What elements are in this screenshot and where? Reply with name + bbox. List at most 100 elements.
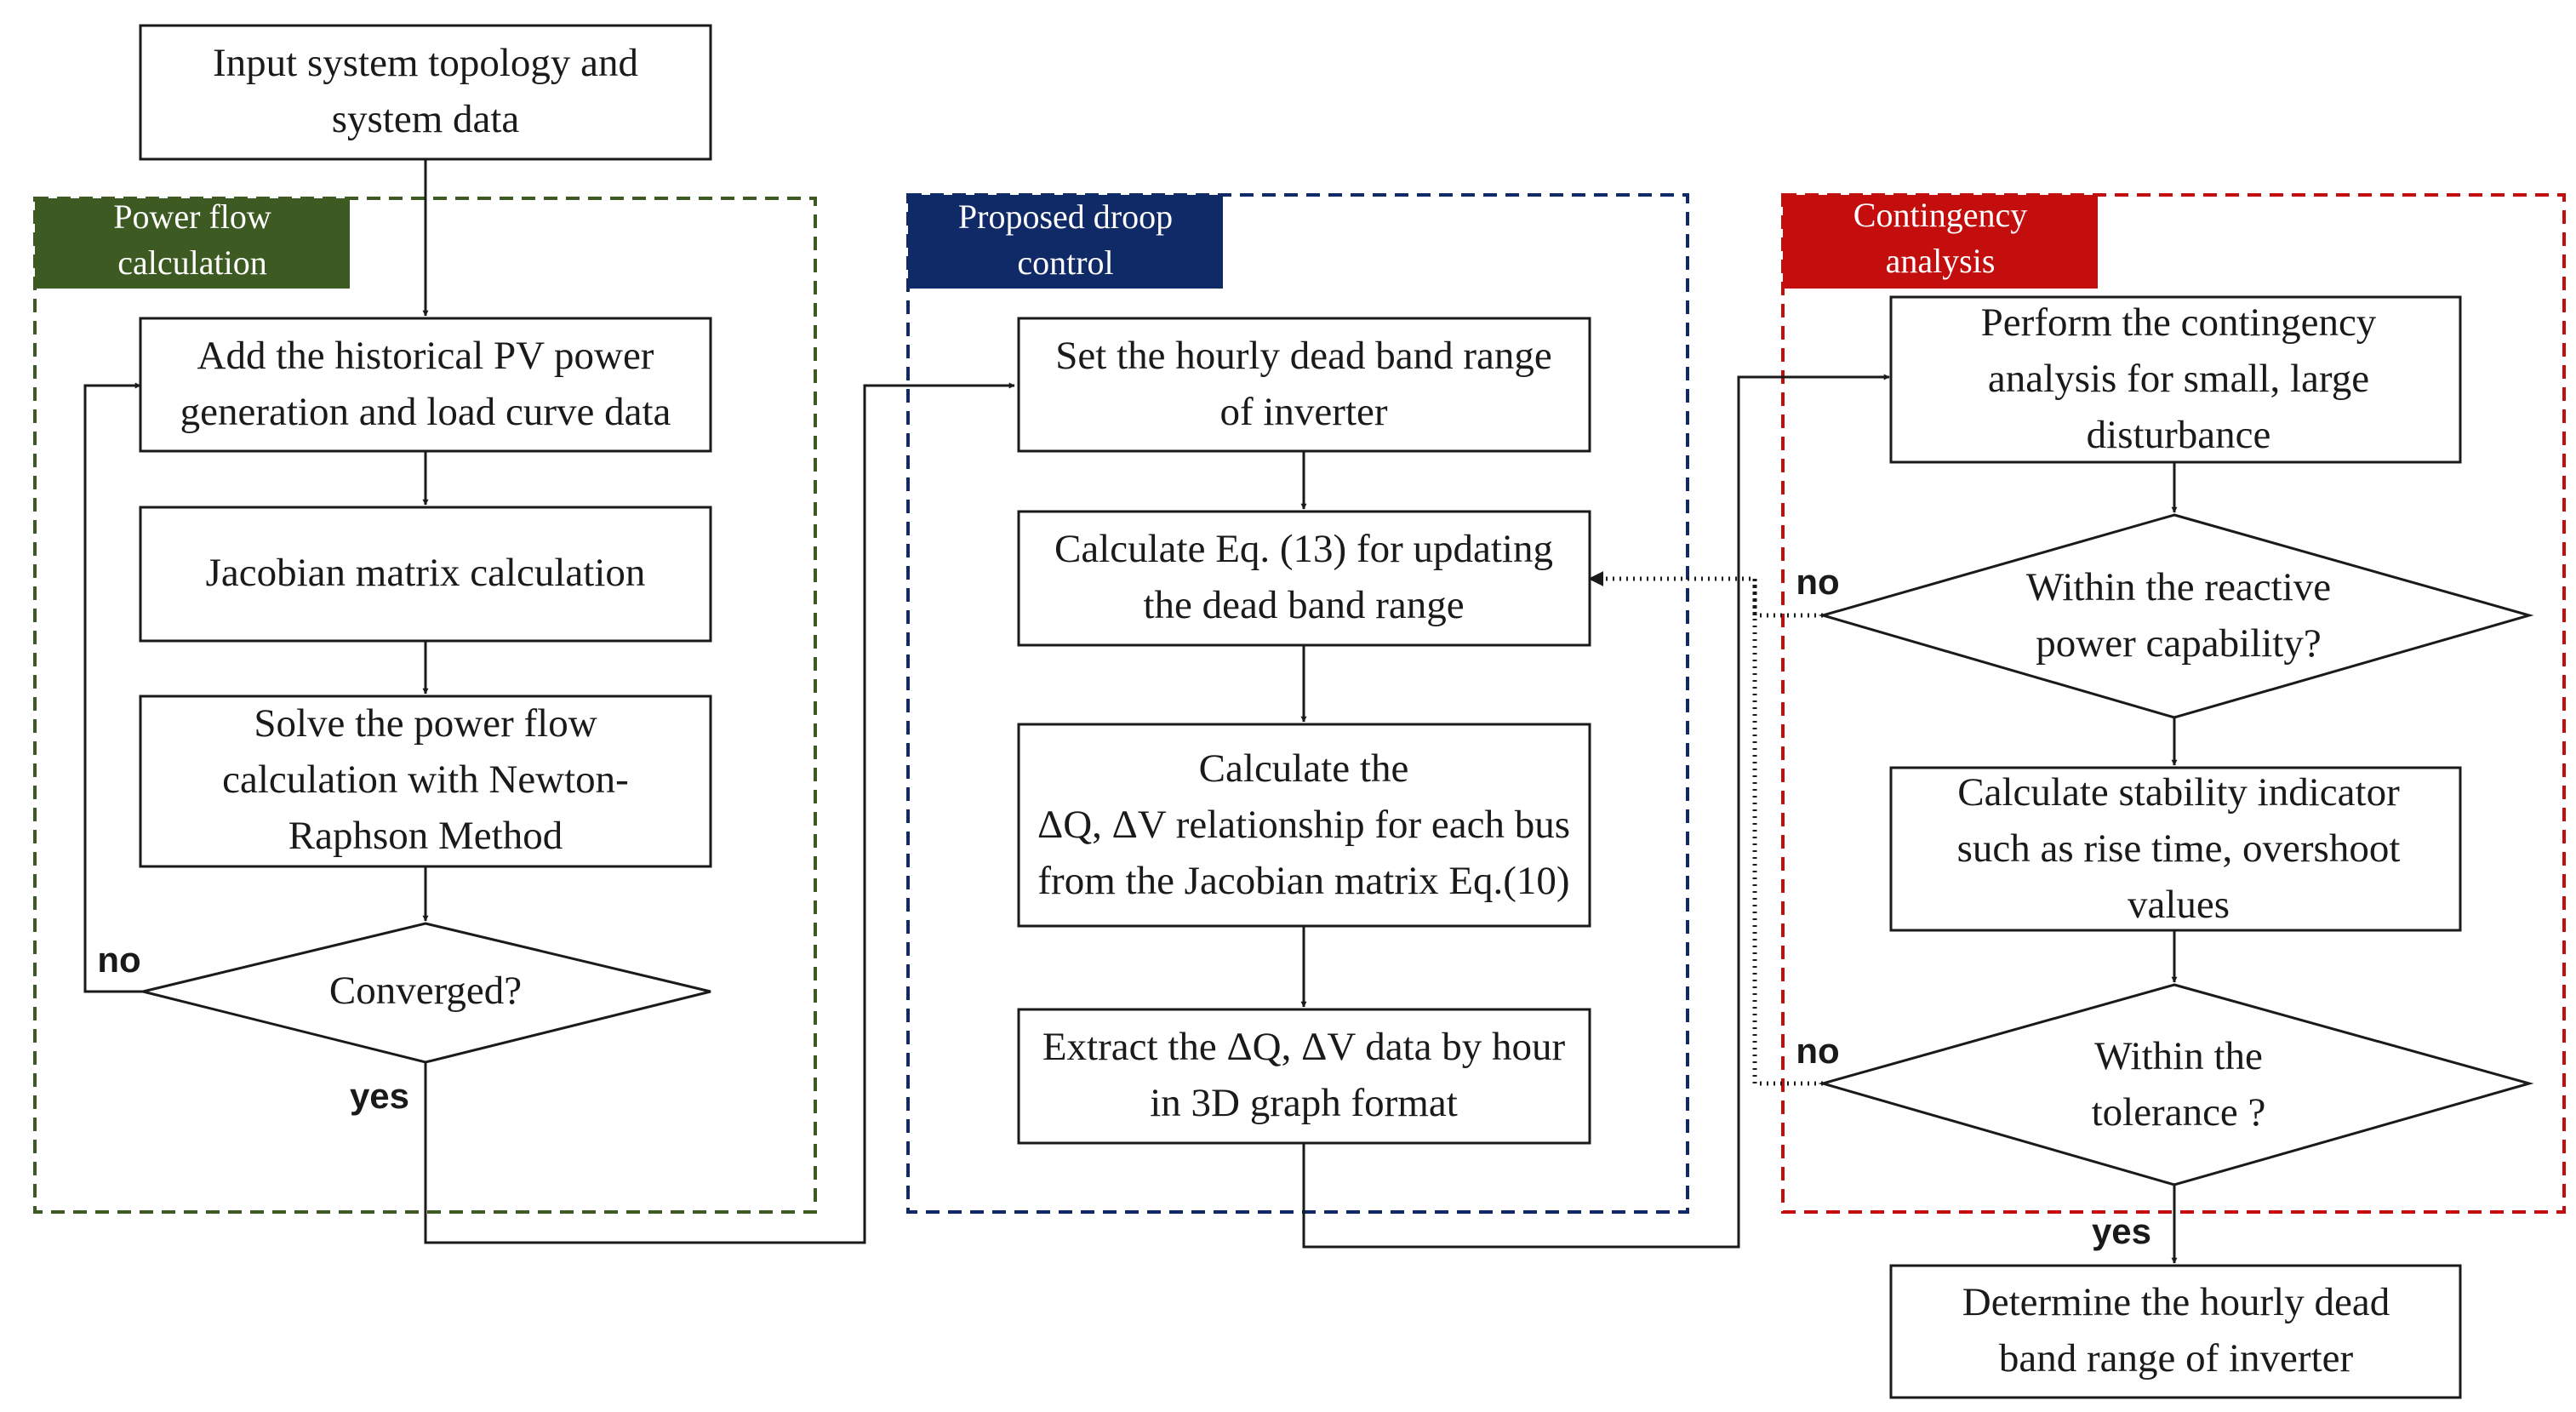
converged-no-label: no	[97, 940, 140, 980]
determine-box	[1889, 1264, 2462, 1399]
edge-extract-to-contingency	[1302, 374, 1890, 1249]
edge-converged-yes-to-droop	[424, 382, 1015, 1244]
contingency-header-box	[1783, 195, 2098, 289]
droop-header-title-line-1: Proposed droop	[958, 197, 1173, 236]
jacobian-box	[139, 506, 712, 643]
solve-box	[139, 695, 712, 868]
input-text-line-1: Input system topology and	[213, 41, 638, 85]
converged-text-line-1: Converged?	[329, 969, 522, 1013]
reactive-check-text-line-2: power capability?	[2036, 621, 2321, 666]
node-solve: Solve the power flow calculation with New…	[139, 695, 712, 868]
node-jacobian: Jacobian matrix calculation	[139, 506, 712, 643]
edge-tolerance-no-to-eq13	[1752, 579, 1823, 1086]
contingency-group-header: Contingency analysis	[1783, 195, 2098, 289]
tolerance-check-text: Within the tolerance ?	[2092, 1034, 2266, 1135]
node-determine: Determine the hourly dead band range of i…	[1889, 1264, 2462, 1399]
calc-eq13-box	[1017, 510, 1591, 647]
node-tolerance-check: Within the tolerance ?	[1818, 983, 2534, 1186]
solve-text-line-2: calculation with Newton-	[222, 757, 629, 802]
reactive-check-text-line-1: Within the reactive	[2026, 565, 2331, 609]
stability-text-line-2: such as rise time, overshoot	[1957, 826, 2401, 871]
reactive-check-text: Within the reactive power capability?	[2026, 565, 2331, 666]
droop-header-title: Proposed droop control	[958, 197, 1173, 282]
power-flow-group-frame	[33, 197, 817, 1214]
stability-box	[1889, 766, 2462, 932]
contingency-header-title-line-1: Contingency	[1853, 196, 2027, 234]
converged-yes-label: yes	[350, 1076, 409, 1116]
historical-box	[139, 317, 712, 453]
set-deadband-text-line-2: of inverter	[1219, 390, 1387, 434]
extract-text: Extract the ΔQ, ΔV data by hour in 3D gra…	[1042, 1025, 1566, 1125]
calc-dqdv-text-line-2: ΔQ, ΔV relationship for each bus	[1037, 803, 1570, 847]
input-text: Input system topology and system data	[213, 41, 638, 141]
converged-text: Converged?	[329, 969, 522, 1013]
reactive-check-diamond	[1818, 513, 2534, 719]
node-historical: Add the historical PV power generation an…	[139, 317, 712, 453]
node-stability: Calculate stability indicator such as ris…	[1889, 766, 2462, 932]
jacobian-text: Jacobian matrix calculation	[206, 551, 646, 595]
power-flow-header-title: Power flow calculation	[113, 197, 271, 282]
calc-eq13-text: Calculate Eq. (13) for updating the dead …	[1054, 527, 1553, 627]
contingency-header-title: Contingency analysis	[1853, 196, 2027, 280]
calc-dqdv-box	[1017, 723, 1591, 928]
power-flow-header-title-line-1: Power flow	[113, 197, 271, 236]
reactive-no-label: no	[1796, 562, 1839, 602]
droop-header-title-line-2: control	[1017, 243, 1113, 282]
calc-eq13-text-line-1: Calculate Eq. (13) for updating	[1054, 527, 1553, 571]
jacobian-text-line-1: Jacobian matrix calculation	[206, 551, 646, 595]
power-flow-group-header: Power flow calculation	[35, 197, 350, 289]
contingency-header-title-line-2: analysis	[1886, 242, 1996, 280]
converged-diamond	[142, 922, 711, 1064]
extract-text-line-2: in 3D graph format	[1150, 1081, 1458, 1125]
power-flow-header-title-line-2: calculation	[117, 243, 266, 282]
stability-text: Calculate stability indicator such as ris…	[1957, 770, 2401, 927]
node-calc-eq13: Calculate Eq. (13) for updating the dead …	[1017, 510, 1591, 647]
historical-text-line-1: Add the historical PV power	[197, 334, 654, 378]
power-flow-header-box	[35, 198, 350, 289]
tolerance-check-diamond	[1818, 983, 2534, 1186]
node-contingency-run: Perform the contingency analysis for smal…	[1889, 295, 2462, 464]
node-input: Input system topology and system data	[139, 24, 712, 161]
node-converged: Converged?	[142, 922, 711, 1064]
determine-text: Determine the hourly dead band range of i…	[1962, 1280, 2390, 1381]
droop-group-header: Proposed droop control	[908, 195, 1223, 289]
droop-group-frame	[906, 193, 1689, 1214]
solve-text: Solve the power flow calculation with New…	[222, 701, 629, 858]
edge-converged-no-loop	[83, 382, 145, 993]
contingency-group-frame	[1781, 193, 2566, 1214]
tolerance-check-text-line-1: Within the	[2094, 1034, 2263, 1078]
contingency-run-box	[1889, 295, 2462, 464]
solve-text-line-3: Raphson Method	[288, 814, 563, 858]
input-text-line-2: system data	[332, 97, 520, 141]
contingency-run-text-line-1: Perform the contingency	[1981, 300, 2377, 345]
tolerance-no-label: no	[1796, 1031, 1839, 1071]
stability-text-line-1: Calculate stability indicator	[1957, 770, 2400, 815]
stability-text-line-3: values	[2128, 883, 2230, 927]
contingency-run-text-line-3: disturbance	[2087, 413, 2271, 457]
calc-eq13-text-line-2: the dead band range	[1143, 583, 1464, 627]
connectors	[83, 159, 2178, 1264]
extract-box	[1017, 1008, 1591, 1145]
node-reactive-check: Within the reactive power capability?	[1818, 513, 2534, 719]
node-extract: Extract the ΔQ, ΔV data by hour in 3D gra…	[1017, 1008, 1591, 1145]
extract-text-line-1: Extract the ΔQ, ΔV data by hour	[1042, 1025, 1566, 1069]
input-box	[139, 24, 712, 161]
determine-text-line-2: band range of inverter	[1999, 1336, 2354, 1381]
determine-text-line-1: Determine the hourly dead	[1962, 1280, 2390, 1324]
tolerance-yes-label: yes	[2092, 1211, 2151, 1251]
contingency-run-text-line-2: analysis for small, large	[1988, 357, 2369, 401]
solve-text-line-1: Solve the power flow	[254, 701, 597, 746]
calc-dqdv-text-line-1: Calculate the	[1199, 746, 1409, 791]
contingency-run-text: Perform the contingency analysis for smal…	[1981, 300, 2377, 457]
historical-text: Add the historical PV power generation an…	[180, 334, 671, 434]
droop-header-box	[908, 195, 1223, 289]
edge-reactive-no-to-eq13	[1588, 571, 1823, 618]
historical-text-line-2: generation and load curve data	[180, 390, 671, 434]
tolerance-check-text-line-2: tolerance ?	[2092, 1090, 2266, 1135]
set-deadband-box	[1017, 317, 1591, 453]
